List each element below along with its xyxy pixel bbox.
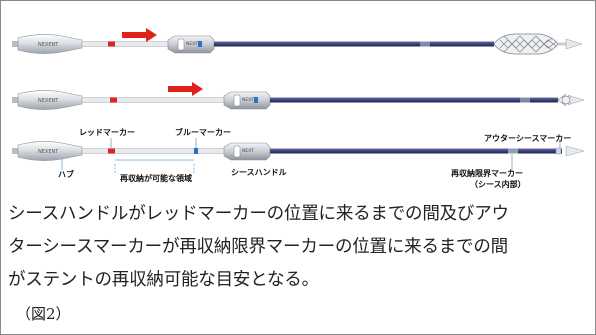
stent-partial [557,93,571,107]
handle-text: NEXT [186,41,198,47]
blue-marker [254,97,258,103]
recapture-zone-label: 再収納が可能な領域 [120,173,192,183]
description-line-1: シースハンドルがレッドマーカーの位置に来るまでの間及びアウ [8,204,509,224]
delivery-system-diagram: NEXENT NEXT NEXENT NEXT [12,28,585,189]
hub-cap [12,148,18,154]
recapture-limit-marker [508,148,518,154]
sheath-handle-label: シースハンドル [231,168,287,177]
tip-icon [565,145,585,157]
hub-body [17,141,83,161]
red-marker [110,97,117,103]
recapture-limit-note: （シース内部） [470,179,526,189]
outer-sheath-marker [420,41,430,47]
device-row-1: NEXENT NEXT [12,28,583,55]
brand-text: NEXENT [38,98,59,104]
hub-body [17,90,83,110]
hub-body [17,34,83,54]
red-marker-label: レッドマーカー [79,128,135,137]
outer-sheath-marker-label: アウターシースマーカー [484,133,571,143]
description-line-3: がステントの再収納可能な目安となる。 [8,270,319,290]
description-line-2: ターシースマーカーが再収納限界マーカーの位置に来るまでの間 [8,237,508,257]
tip-icon [569,95,585,105]
device-row-2: NEXENT NEXT [12,82,585,110]
handle-grip [233,145,241,158]
direction-arrow-icon [168,82,203,96]
direction-arrow-icon [122,28,157,42]
handle-grip [233,94,241,107]
hub-label: ハブ [58,169,74,179]
brand-text: NEXENT [38,42,59,48]
handle-text: NEXT [242,148,254,154]
blue-marker [198,41,202,47]
brand-text: NEXENT [38,149,59,155]
inner-tube [81,97,229,103]
red-marker [108,41,115,47]
figure-caption: （図2） [16,305,71,323]
inner-tube [81,41,173,47]
description-text: シースハンドルがレッドマーカーの位置に来るまでの間及びアウ ターシースマーカーが… [8,198,588,297]
hub-cap [12,97,18,103]
handle-grip [177,38,185,51]
hub-cap [12,41,18,47]
outer-sheath [214,41,494,47]
outer-sheath [270,97,558,103]
leader-lines [61,138,561,174]
outer-sheath-marker [555,147,562,155]
device-row-3: NEXENT NEXT レッドマーカー ブルーマーカー アウターシースマーカー … [12,127,585,189]
recapture-limit-marker-label: 再収納限界マーカー [451,168,523,178]
inner-tube [81,148,229,154]
outer-sheath-marker [520,97,530,103]
blue-marker-label: ブルーマーカー [175,127,231,137]
red-marker [108,148,115,154]
handle-text: NEXT [242,97,254,103]
inner-shaft-tip [558,42,566,46]
tip-icon [565,38,583,50]
stent-mesh [493,33,559,55]
outer-sheath [270,148,562,154]
blue-marker [194,148,198,154]
